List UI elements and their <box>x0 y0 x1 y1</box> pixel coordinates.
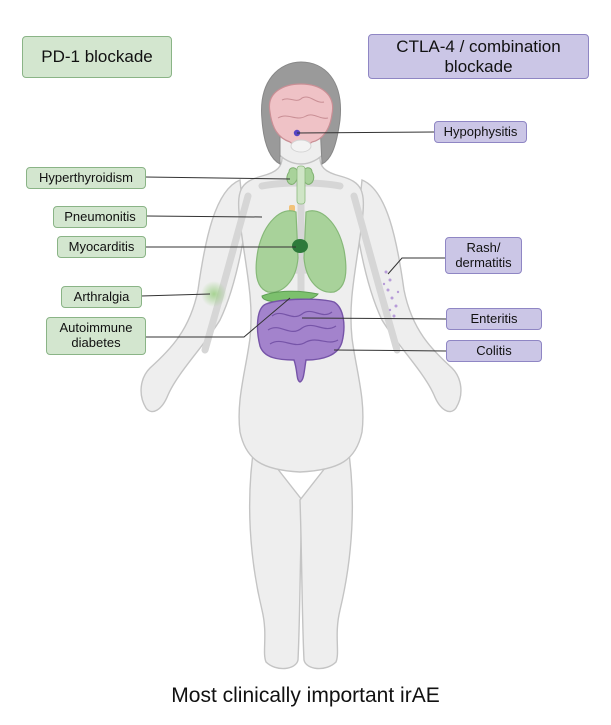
line-enteritis <box>301 317 447 320</box>
label-diabetes-line2: diabetes <box>71 335 121 350</box>
line-diabetes <box>146 297 291 338</box>
rash-dots <box>382 270 400 318</box>
caption: Most clinically important irAE <box>171 684 440 707</box>
label-rash-line2: dermatitis <box>455 254 512 270</box>
label-pneumonitis: Pneumonitis <box>53 206 147 228</box>
label-enteritis-text: Enteritis <box>470 310 518 326</box>
pd1-legend-box: PD-1 blockade <box>22 36 172 78</box>
ctla4-legend-line2: blockade <box>444 56 513 76</box>
label-arthralgia-text: Arthralgia <box>73 288 130 304</box>
label-colitis-text: Colitis <box>476 342 512 358</box>
heart <box>292 239 308 253</box>
label-colitis: Colitis <box>446 340 542 362</box>
ctla4-legend-box: CTLA-4 / combination blockade <box>368 34 589 79</box>
lung-left <box>255 210 299 293</box>
label-pneumonitis-text: Pneumonitis <box>64 208 136 224</box>
line-hypophysitis <box>296 131 435 134</box>
line-hyperthyroidism <box>144 176 291 180</box>
label-autoimmune-diabetes: Autoimmune diabetes <box>46 317 146 355</box>
label-diabetes-line1: Autoimmune <box>59 320 133 336</box>
label-hypophysitis: Hypophysitis <box>434 121 527 143</box>
label-rash-dermatitis: Rash/ dermatitis <box>445 237 522 274</box>
pd1-legend-label: PD-1 blockade <box>41 47 153 67</box>
connector-lines <box>140 131 447 352</box>
intestines <box>256 298 345 383</box>
label-hyperthyroidism-text: Hyperthyroidism <box>39 169 133 185</box>
joint-glow <box>201 281 227 307</box>
lung-right <box>303 210 347 293</box>
label-hyperthyroidism: Hyperthyroidism <box>26 167 146 189</box>
label-enteritis: Enteritis <box>446 308 542 330</box>
line-colitis <box>333 349 447 352</box>
label-rash-line1: Rash/ <box>466 239 501 255</box>
label-myocarditis-text: Myocarditis <box>68 238 135 254</box>
label-hypophysitis-text: Hypophysitis <box>443 123 518 139</box>
line-arthralgia <box>140 293 211 297</box>
label-myocarditis: Myocarditis <box>57 236 146 258</box>
label-arthralgia: Arthralgia <box>61 286 142 308</box>
line-rash <box>387 257 445 275</box>
line-pneumonitis <box>146 215 263 218</box>
ctla4-legend-line1: CTLA-4 / combination <box>396 36 561 56</box>
